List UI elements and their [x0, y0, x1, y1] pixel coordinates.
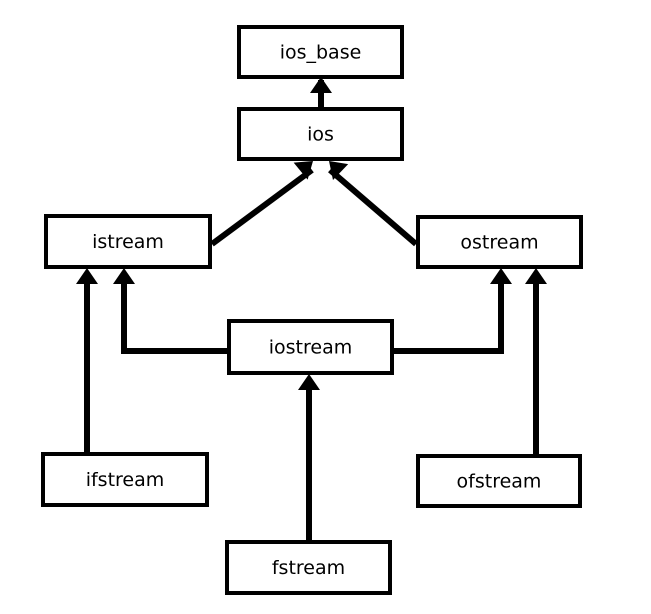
node-label: ios_base: [280, 42, 362, 64]
node-ifstream: ifstream: [41, 452, 209, 507]
arrowhead-icon: [76, 268, 98, 284]
node-box: [237, 25, 404, 79]
edge-line: [121, 280, 229, 354]
edge-istream-to-ios: [210, 161, 314, 247]
node-label: ofstream: [457, 471, 542, 493]
node-box: [225, 540, 392, 595]
edge-line: [328, 167, 418, 247]
node-box: [416, 454, 582, 508]
arrowhead-icon: [329, 161, 349, 181]
node-label: ios: [307, 124, 334, 146]
node-label: iostream: [269, 337, 353, 359]
edge-fstream-to-iostream: [298, 374, 320, 542]
edge-line: [392, 280, 504, 354]
node-ofstream: ofstream: [416, 454, 582, 508]
node-ios: ios: [237, 107, 404, 161]
node-ostream: ostream: [416, 215, 583, 269]
node-iostream: iostream: [227, 319, 394, 375]
node-box: [227, 319, 394, 375]
node-ios-base: ios_base: [237, 25, 404, 79]
edge-iostream-to-ostream: [392, 268, 512, 354]
node-istream: istream: [44, 214, 212, 269]
edge-ifstream-to-istream: [76, 268, 98, 454]
edge-line: [210, 167, 314, 247]
node-fstream: fstream: [225, 540, 392, 595]
edge-ostream-to-ios: [328, 161, 418, 247]
arrowhead-icon: [490, 268, 512, 284]
edge-ofstream-to-ostream: [525, 268, 547, 456]
arrowhead-icon: [525, 268, 547, 284]
node-label: ifstream: [86, 469, 165, 491]
node-label: ostream: [460, 232, 538, 254]
node-label: fstream: [272, 557, 345, 579]
arrowhead-icon: [298, 374, 320, 390]
arrowhead-icon: [293, 161, 313, 180]
arrowhead-icon: [113, 268, 135, 284]
edge-ios-to-ios_base: [310, 77, 332, 109]
arrowhead-icon: [310, 77, 332, 93]
edges-layer: [76, 77, 547, 542]
node-box: [44, 214, 212, 269]
edge-iostream-to-istream: [113, 268, 229, 354]
node-box: [237, 107, 404, 161]
node-box: [41, 452, 209, 507]
node-box: [416, 215, 583, 269]
node-label: istream: [92, 231, 164, 253]
